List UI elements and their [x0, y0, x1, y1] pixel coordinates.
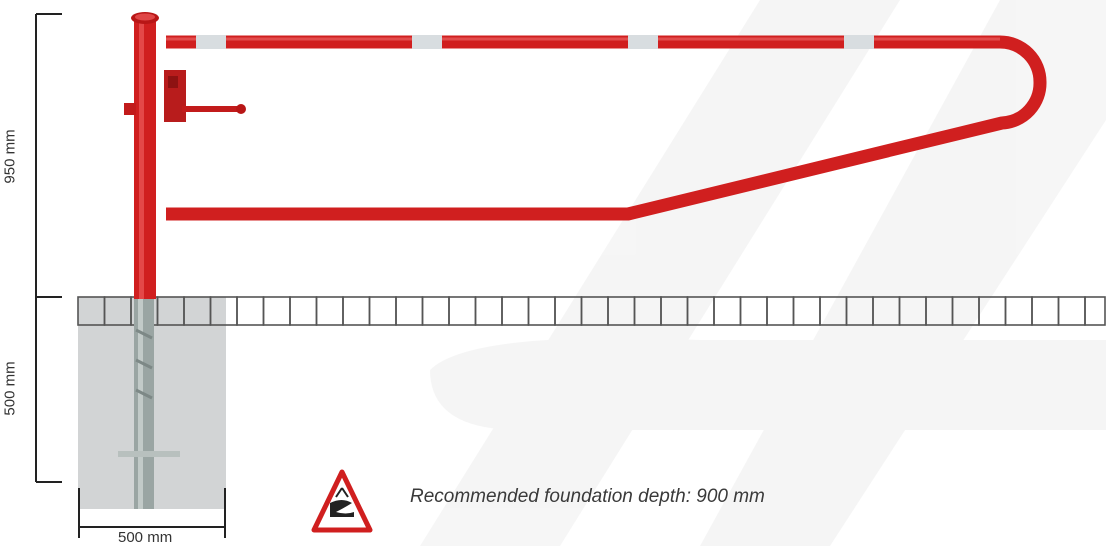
pavement-tile — [289, 296, 318, 326]
anchor-post — [118, 297, 180, 509]
pavement-tile — [474, 296, 503, 326]
pavement-tile — [342, 296, 371, 326]
pavement-tile — [739, 296, 768, 326]
frost-warning-triangle-icon — [311, 469, 373, 533]
pavement-tile — [1004, 296, 1033, 326]
reflective-band — [844, 35, 874, 49]
pavement-tile — [1084, 296, 1106, 326]
barrier-arm — [166, 35, 1047, 221]
pavement-tile — [792, 296, 821, 326]
depth-dimension-label: 500 mm — [1, 361, 19, 416]
reflective-band — [196, 35, 226, 49]
pavement-tile — [448, 296, 477, 326]
reflective-band — [412, 35, 442, 49]
pavement-tile — [713, 296, 742, 326]
pavement-tile — [236, 296, 265, 326]
foundation-depth-note: Recommended foundation depth: 900 mm — [410, 486, 765, 507]
width-dimension-label: 500 mm — [118, 529, 173, 546]
dimension-lines — [35, 13, 226, 538]
barrier-post — [131, 12, 159, 299]
pavement-tile — [766, 296, 795, 326]
height-dimension-label: 950 mm — [1, 129, 19, 184]
pavement-tile — [315, 296, 344, 326]
pavement-tile — [262, 296, 291, 326]
pavement-tile — [527, 296, 556, 326]
reflective-band — [628, 35, 658, 49]
hinge-lock — [124, 70, 246, 122]
background-watermark — [420, 0, 1106, 546]
pavement-tile — [501, 296, 530, 326]
pavement-tile — [395, 296, 424, 326]
pavement-tile — [1057, 296, 1086, 326]
pavement-tile — [1031, 296, 1060, 326]
pavement-tiles — [77, 296, 1106, 326]
pavement-tile — [421, 296, 450, 326]
pavement-tile — [368, 296, 397, 326]
